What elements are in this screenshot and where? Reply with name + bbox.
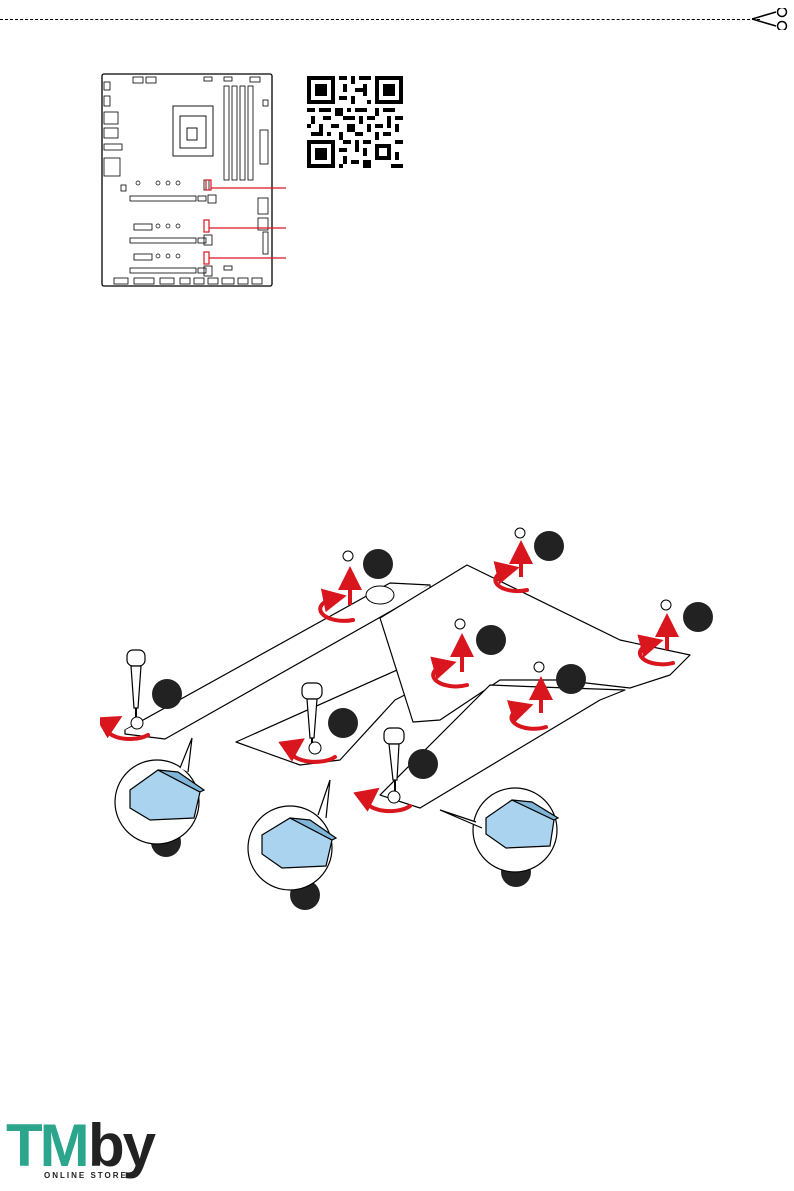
motherboard-diagram <box>100 72 290 288</box>
step-marker <box>152 679 182 709</box>
callout-circle-icon <box>115 738 204 844</box>
step-marker <box>408 749 438 779</box>
store-logo: TM by ONLINE STORE <box>6 1117 156 1185</box>
logo-tagline: ONLINE STORE <box>44 1171 128 1180</box>
screw-icon <box>455 619 465 629</box>
scissors-icon <box>752 8 790 30</box>
step-marker <box>363 549 393 579</box>
step-marker <box>534 531 564 561</box>
screw-icon <box>131 717 143 729</box>
logo-tm-text: TM <box>6 1111 87 1180</box>
m2-shield-installation-diagram <box>100 515 730 915</box>
screw-icon <box>515 528 525 538</box>
logo-by-text: by <box>88 1111 154 1180</box>
screw-icon <box>534 662 544 672</box>
screw-icon <box>343 551 353 561</box>
callout-circle-icon <box>248 780 336 890</box>
screw-icon <box>388 791 400 803</box>
screw-icon <box>309 742 321 754</box>
qr-code <box>307 76 403 168</box>
callout-circle-icon <box>440 788 558 872</box>
step-marker <box>328 708 358 738</box>
cut-line <box>0 19 760 20</box>
step-marker <box>476 625 506 655</box>
step-marker <box>683 602 713 632</box>
screw-icon <box>661 600 671 610</box>
step-marker <box>556 664 586 694</box>
